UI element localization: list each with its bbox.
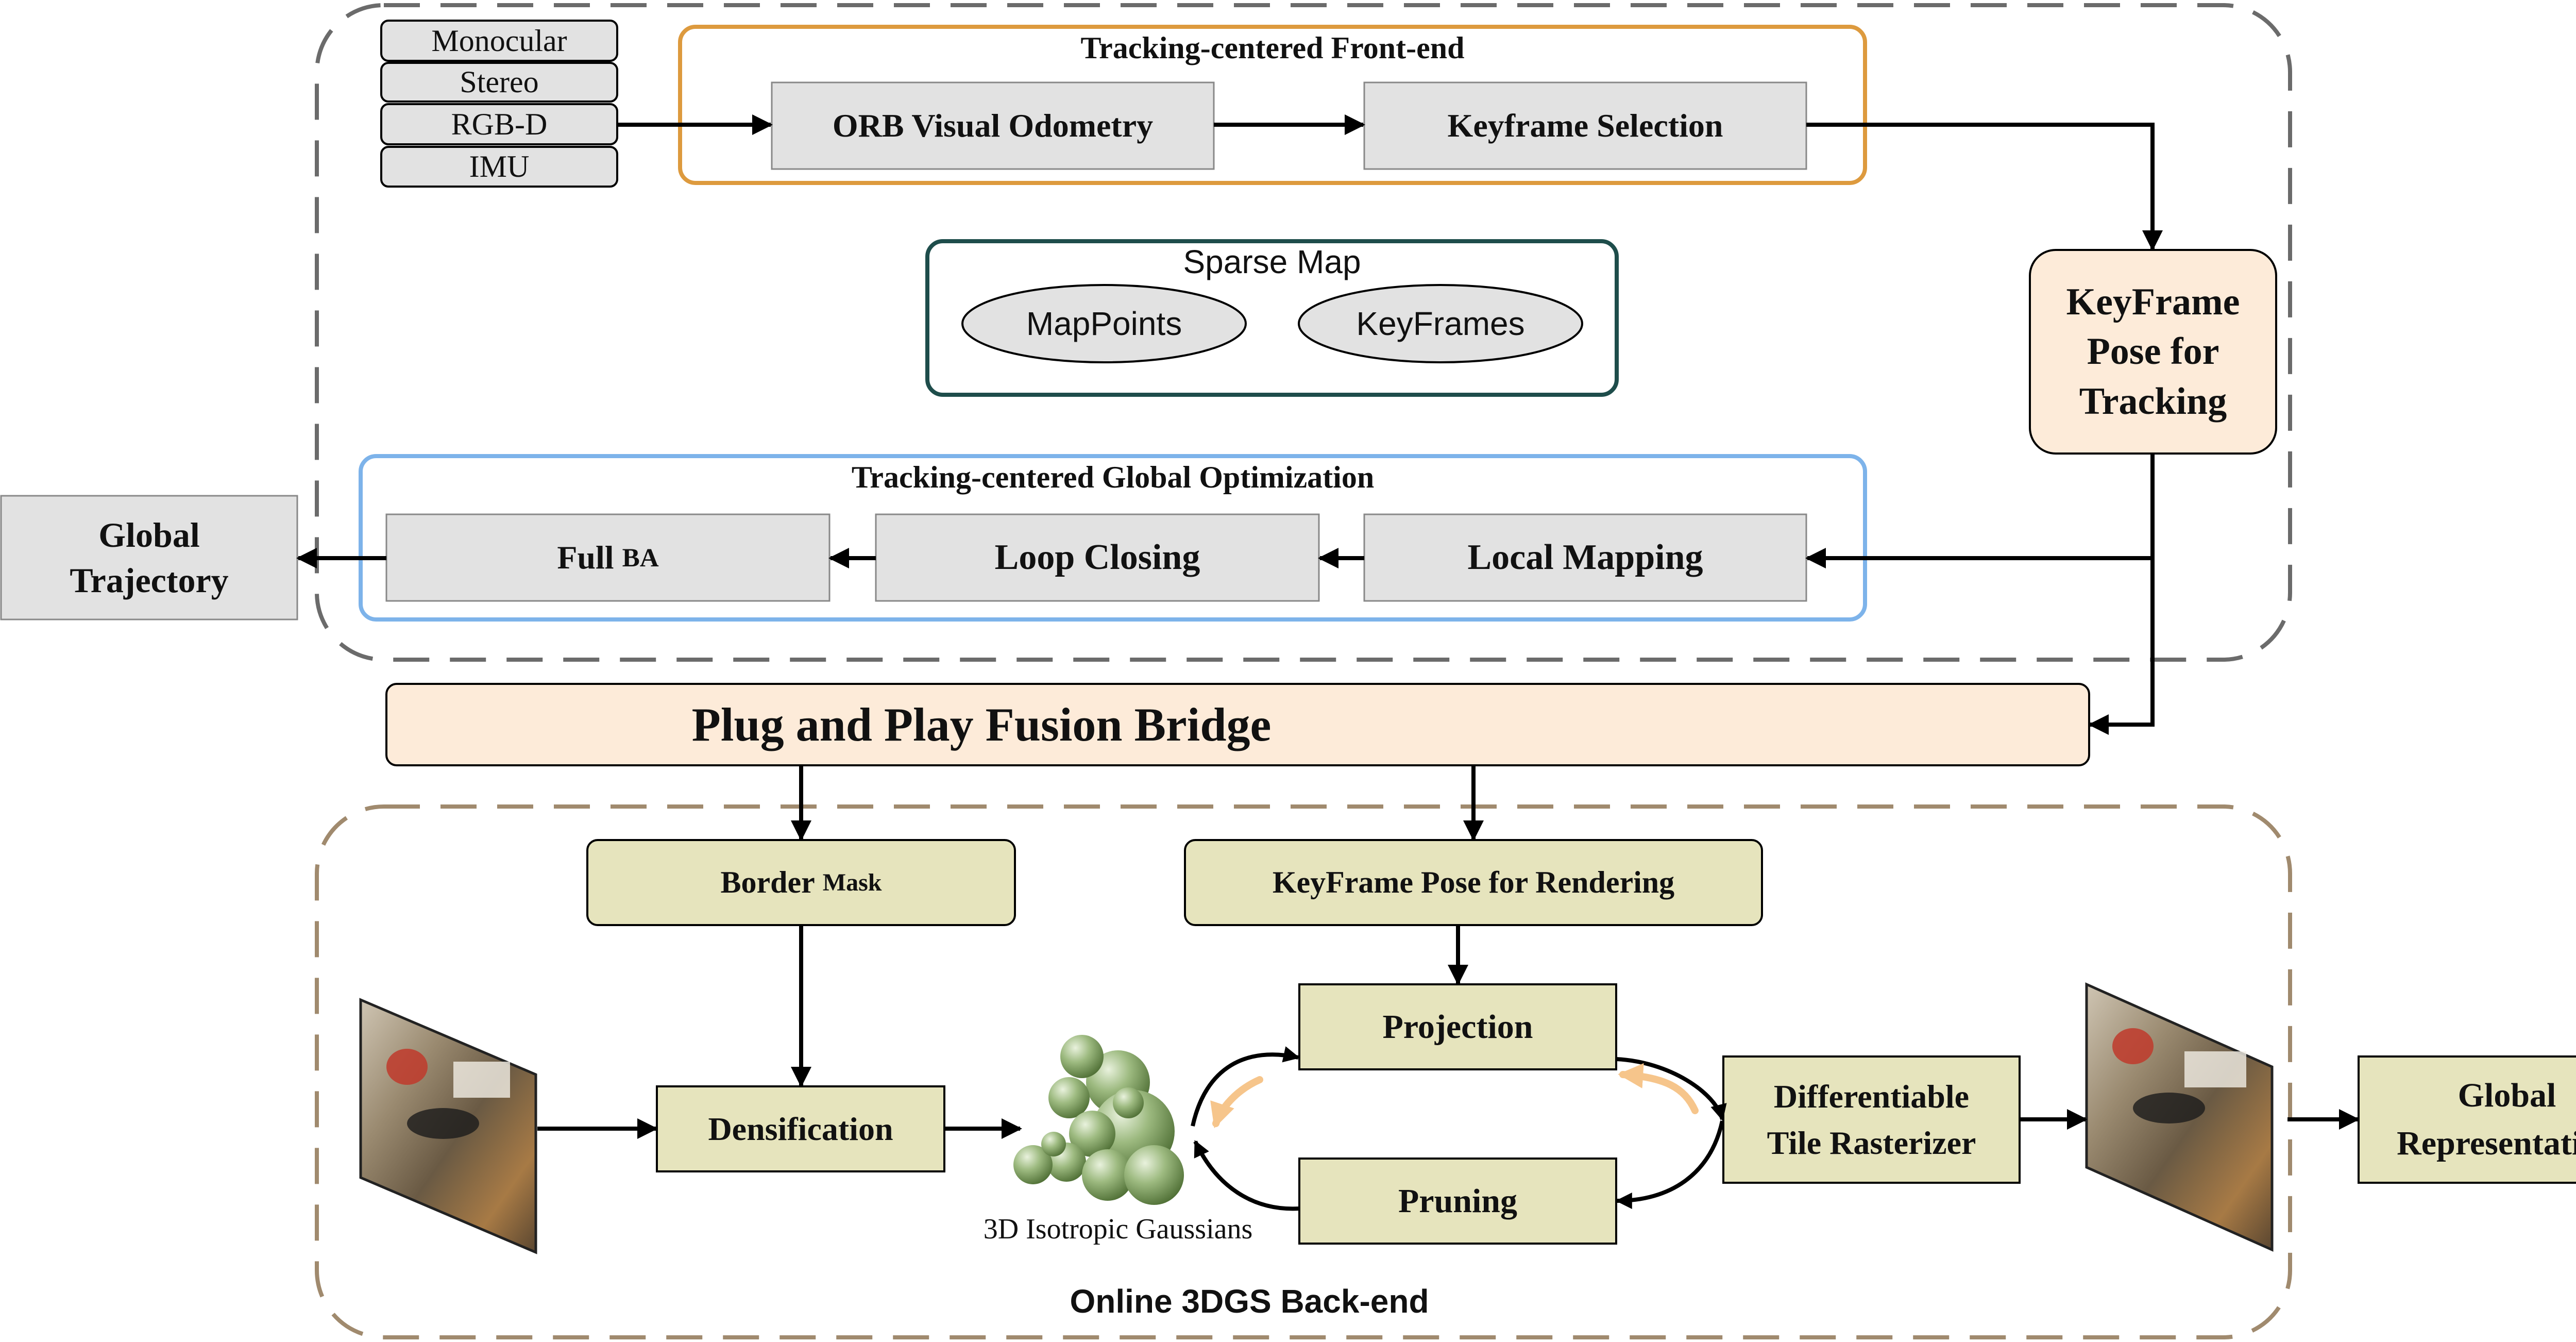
sensor-box-stereo: [380, 62, 618, 103]
loop-closing-label: Loop Closing: [994, 538, 1200, 577]
global-rep-line-1: Global: [2458, 1077, 2556, 1115]
pruning-label: Pruning: [1398, 1182, 1518, 1220]
sensor-imu: IMU: [469, 149, 530, 183]
rasterizer-box: [1722, 1055, 2021, 1184]
border-mask-text: Border: [720, 865, 815, 899]
mappoints-label: MapPoints: [1026, 305, 1182, 342]
global-representation-label: Global Representation: [2359, 1056, 2576, 1183]
pruning-box: [1298, 1158, 1617, 1245]
frontend-group: [678, 25, 1867, 185]
keyframe-pose-tracking-label: KeyFrame Pose for Tracking: [2030, 250, 2276, 454]
backend-container: [315, 804, 2292, 1339]
arrow-pruning-gaussians: [1193, 1140, 1300, 1211]
kf-render-label: KeyFrame Pose for Rendering: [1272, 865, 1675, 899]
global-trajectory-box: [0, 495, 298, 620]
local-mapping-label: Local Mapping: [1467, 538, 1703, 577]
kf-tracking-line-1: KeyFrame: [2066, 281, 2240, 324]
cycle-hint-right: [1618, 1063, 1699, 1114]
keyframes-label: KeyFrames: [1356, 305, 1525, 342]
arrow-kf-tracking-bridge: [2088, 558, 2155, 735]
local-mapping-box: [1363, 513, 1807, 602]
keyframes-ellipse: [1298, 284, 1583, 363]
sensor-box-imu: [380, 146, 618, 188]
kf-tracking-line-2: Pose for: [2087, 330, 2219, 373]
full-ba-label: Full BA: [386, 514, 829, 601]
output-image: [2085, 982, 2274, 1252]
trajectory-line-2: Trajectory: [70, 561, 229, 600]
input-image: [359, 998, 537, 1254]
sparse-map-title: Sparse Map: [1183, 243, 1361, 280]
global-opt-group: [359, 454, 1867, 622]
global-representation-box: [2358, 1055, 2576, 1184]
projection-box: [1298, 983, 1617, 1070]
backend-title: Online 3DGS Back-end: [1070, 1283, 1429, 1320]
sensor-stereo: Stereo: [460, 65, 539, 99]
global-rep-line-2: Representation: [2397, 1124, 2576, 1162]
kf-tracking-line-3: Tracking: [2079, 380, 2227, 423]
cycle-hint-left: [1210, 1076, 1263, 1129]
fusion-bridge-label: Plug and Play Fusion Bridge: [691, 698, 1272, 751]
sensor-monocular: Monocular: [431, 23, 567, 58]
border-mask-sc: Mask: [822, 869, 882, 896]
densification-label: Densification: [708, 1110, 893, 1147]
tracking-system-container: [315, 3, 2292, 662]
frontend-title: Tracking-centered Front-end: [1080, 30, 1465, 65]
arrow-gaussians-projection: [1191, 1046, 1300, 1127]
sensor-box-monocular: [380, 20, 618, 62]
gaussians-cluster: [1013, 1035, 1184, 1205]
global-opt-title: Tracking-centered Global Optimization: [851, 460, 1375, 494]
gaussians-caption: 3D Isotropic Gaussians: [983, 1213, 1253, 1245]
rasterizer-label: Differentiable Tile Rasterizer: [1723, 1056, 2020, 1183]
full-ba-text: Full: [557, 539, 614, 576]
projection-label: Projection: [1382, 1008, 1533, 1046]
global-trajectory-label: Global Trajectory: [1, 496, 297, 619]
sensor-rgbd: RGB-D: [451, 107, 548, 141]
arrow-keyframe-selection-kf-tracking: [1806, 123, 2163, 251]
sparse-map-group: [925, 239, 1619, 397]
trajectory-line-1: Global: [98, 515, 200, 555]
border-mask-label: Border Mask: [587, 840, 1015, 925]
rasterizer-line-1: Differentiable: [1773, 1078, 1970, 1115]
arrow-rasterizer-pruning: [1615, 1120, 1724, 1209]
orb-visual-odometry: ORB Visual Odometry: [832, 107, 1154, 144]
full-ba-sc: BA: [622, 543, 659, 573]
arrow-projection-rasterizer: [1616, 1057, 1727, 1121]
loop-closing-box: [875, 513, 1320, 602]
mappoints-ellipse: [961, 284, 1247, 363]
keyframe-selection: Keyframe Selection: [1447, 107, 1723, 144]
rasterizer-line-2: Tile Rasterizer: [1767, 1124, 1976, 1161]
